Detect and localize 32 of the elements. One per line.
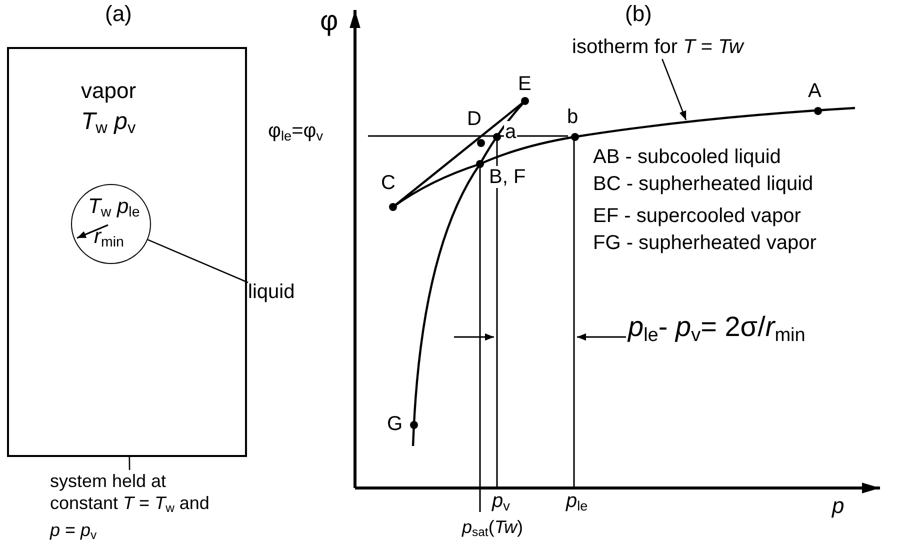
arrow — [662, 58, 687, 120]
point-label: A — [808, 80, 822, 102]
point-label: B, F — [489, 166, 526, 188]
tick-label: p$_{le}$ — [566, 490, 588, 514]
tick-label: p$_{v}$ — [492, 490, 510, 514]
leader-line — [128, 457, 130, 470]
axis-label: φ$_{le}$=φ$_{v}$ — [268, 120, 324, 144]
note-text: AB - subcooled liquid — [593, 146, 781, 168]
point-label: b — [567, 106, 578, 128]
liquid-droplet — [71, 184, 151, 264]
point-label: C — [381, 172, 396, 194]
point-label: G — [387, 413, 403, 435]
note-text: BC - supherheated liquid — [593, 173, 814, 195]
panel-label: (a) — [105, 2, 132, 26]
axis-label: p — [832, 494, 844, 518]
formula-text: p$_{le}$- p$_{v}$= 2σ/r$_{min}$ — [628, 312, 806, 347]
panel-label: (b) — [625, 2, 652, 26]
variable-label: T$_{w}$ p$_{le}$ — [88, 195, 140, 222]
tick-label: p$_{sat}$(Tw) — [462, 518, 524, 540]
variable-label: T$_{w}$ p$_{v}$ — [81, 109, 136, 138]
note-text: system held at constant T = T$_{w}$ and p = p$_{v}$ — [50, 470, 210, 546]
phase-label: vapor — [81, 79, 136, 104]
point-label: E — [518, 73, 532, 95]
note-text: EF - supercooled vapor — [593, 205, 801, 227]
container-box — [7, 47, 247, 457]
axis-label: φ — [320, 6, 338, 37]
point-label: D — [467, 108, 482, 130]
callout-text: isotherm for T = Tw — [572, 36, 744, 59]
note-text: FG - supherheated vapor — [593, 232, 816, 254]
variable-label: r$_{min}$ — [94, 225, 124, 252]
callout-text: liquid — [248, 281, 295, 304]
leader-line — [148, 239, 248, 284]
